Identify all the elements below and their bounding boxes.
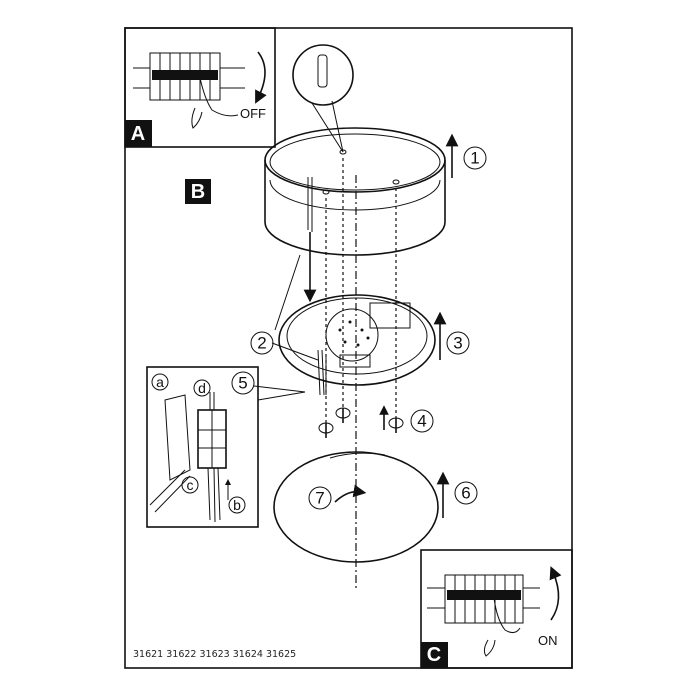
step-markers: 1 2 3 4 5 6 7 <box>231 146 487 510</box>
screwdriver <box>149 469 191 513</box>
step-3: 3 <box>453 334 462 353</box>
outer-frame <box>124 27 573 669</box>
callout-detail <box>292 44 354 153</box>
panel-b-label: B <box>191 181 205 203</box>
ceiling-ring <box>264 127 446 256</box>
hand-icon <box>493 597 521 634</box>
arrow-up-icon <box>549 566 562 621</box>
step-5: 5 <box>238 374 247 393</box>
wiring-step-b: b <box>233 497 241 513</box>
step-6: 6 <box>461 484 470 503</box>
wiring-step-a: a <box>156 374 164 390</box>
hand-icon <box>199 77 239 117</box>
step-7: 7 <box>315 489 324 508</box>
breaker-panel-icon <box>444 574 524 624</box>
wiring-step-c: c <box>187 477 194 493</box>
model-numbers: 31621 31622 31623 31624 31625 <box>133 649 296 660</box>
breaker-panel-icon <box>149 52 221 101</box>
terminal-cover <box>164 394 191 481</box>
wiring-step-d: d <box>198 380 206 396</box>
wiring-inset: a b c d <box>146 366 306 528</box>
rotate-arrow-icon <box>334 484 367 503</box>
panel-c-label: C <box>427 644 441 666</box>
base-plate <box>278 294 436 386</box>
panel-c-switch-on: ON C <box>420 549 573 669</box>
off-label: OFF <box>240 106 266 121</box>
step-4: 4 <box>417 412 426 431</box>
panel-a-label: A <box>131 123 145 145</box>
step-1: 1 <box>470 149 479 168</box>
arrow-down-icon <box>255 51 267 104</box>
cable <box>307 177 313 232</box>
screws <box>318 405 404 438</box>
on-label: ON <box>538 633 558 648</box>
panel-a-switch-off: OFF A <box>124 27 276 148</box>
diffuser-dome <box>273 451 439 563</box>
wires <box>317 349 327 396</box>
step-2: 2 <box>257 334 266 353</box>
